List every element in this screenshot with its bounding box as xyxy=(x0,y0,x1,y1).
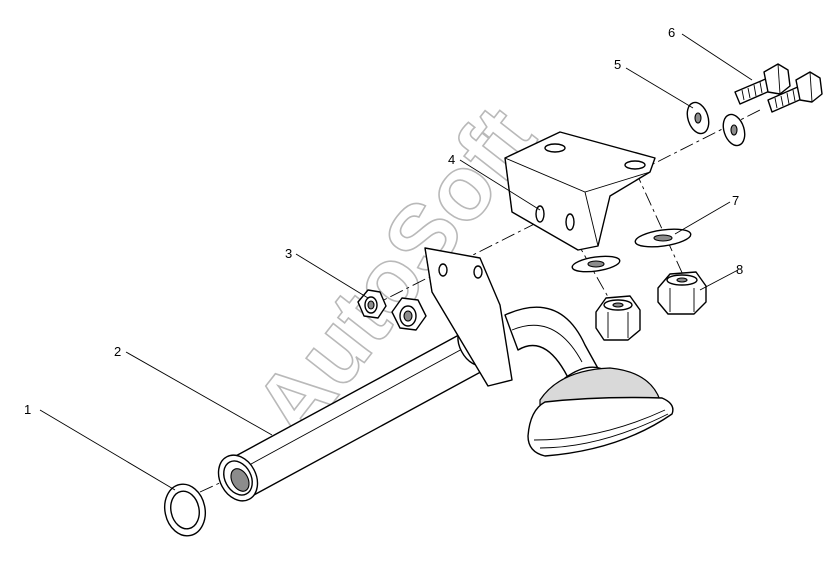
flange-nuts xyxy=(357,289,427,331)
callout-2: 2 xyxy=(114,344,121,359)
nut-left xyxy=(595,295,641,341)
upper-washers xyxy=(686,101,746,147)
lower-washers xyxy=(571,228,692,273)
callout-labels: 1 2 3 4 5 6 7 8 xyxy=(24,25,743,417)
lower-nuts xyxy=(595,271,707,341)
callout-1: 1 xyxy=(24,402,31,417)
oil-intake-pipe xyxy=(217,247,674,502)
callout-6: 6 xyxy=(668,25,675,40)
bolt-upper xyxy=(734,63,791,105)
callout-7: 7 xyxy=(732,193,739,208)
nut-lower xyxy=(391,297,427,331)
callout-5: 5 xyxy=(614,57,621,72)
nut-right xyxy=(657,271,707,315)
bolts xyxy=(734,63,823,113)
mounting-bracket xyxy=(504,131,656,251)
callout-4: 4 xyxy=(448,152,455,167)
callout-8: 8 xyxy=(736,262,743,277)
bolt-lower xyxy=(767,71,823,113)
leader-lines xyxy=(39,33,753,491)
nut-upper xyxy=(357,289,387,319)
sealing-ring xyxy=(164,483,206,537)
callout-3: 3 xyxy=(285,246,292,261)
